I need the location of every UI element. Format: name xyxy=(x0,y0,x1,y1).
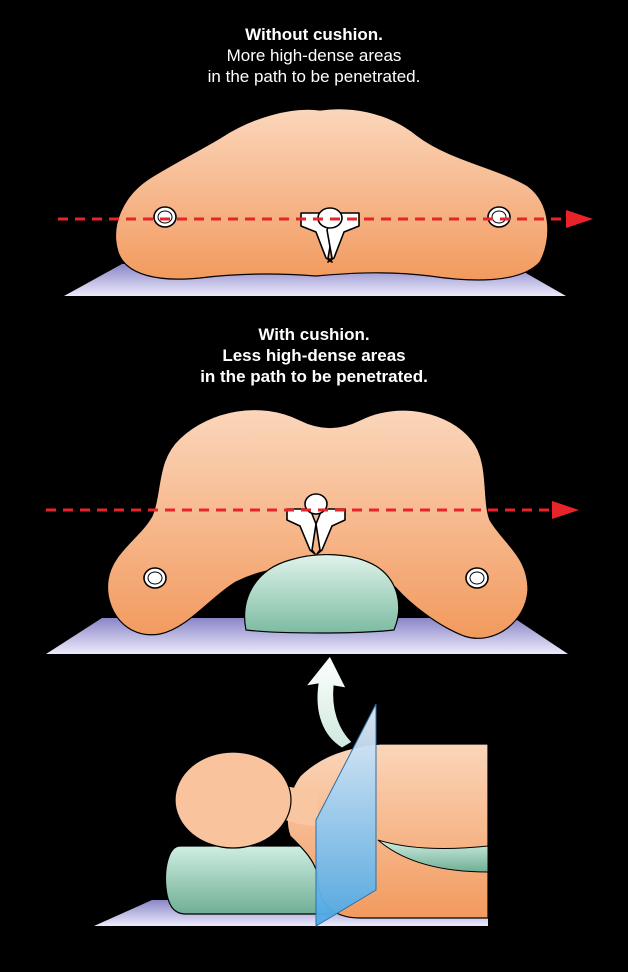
caption-with-cushion: With cushion. Less high-dense areas in t… xyxy=(0,324,628,387)
caption-line: More high-dense areas xyxy=(226,46,402,65)
caption-line: in the path to be penetrated. xyxy=(200,367,428,386)
panel-side-view xyxy=(94,655,489,927)
scan-plane xyxy=(315,703,377,927)
cushion-cross-section xyxy=(244,554,400,634)
panel-with-cushion xyxy=(46,408,579,654)
beam-arrowhead-icon xyxy=(566,210,593,228)
caption-without-cushion: Without cushion. More high-dense areas i… xyxy=(0,24,628,87)
beam-arrowhead-icon xyxy=(552,501,579,519)
bone-right-icon xyxy=(487,206,511,228)
spine-icon xyxy=(286,493,346,555)
head-side xyxy=(174,751,292,849)
panel-without-cushion xyxy=(58,108,593,296)
caption-title: Without cushion. xyxy=(245,25,383,44)
curved-up-arrow-icon xyxy=(304,655,353,749)
bone-left-icon xyxy=(143,567,167,589)
caption-line: in the path to be penetrated. xyxy=(207,67,421,86)
bone-left-icon xyxy=(153,206,177,228)
bone-right-icon xyxy=(465,567,489,589)
arm-side xyxy=(377,839,489,873)
body-cross-section xyxy=(114,108,549,281)
caption-line: Less high-dense areas xyxy=(222,346,406,365)
caption-title: With cushion. xyxy=(258,325,370,344)
